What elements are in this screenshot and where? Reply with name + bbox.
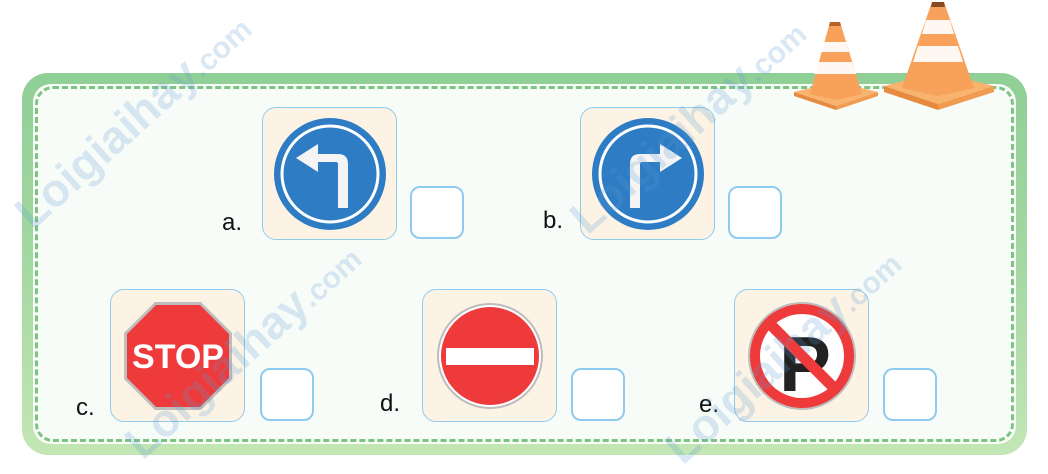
item-e-sign-card: P (734, 289, 869, 422)
turn-right-sign-icon (591, 117, 704, 230)
traffic-cone-small-icon (794, 22, 878, 110)
item-e-label: e. (699, 391, 720, 418)
no-parking-sign-icon: P (747, 301, 856, 410)
item-d-sign-card (422, 289, 557, 422)
no-entry-sign-icon (436, 302, 543, 409)
item-c-sign-card: STOP (110, 289, 245, 422)
traffic-cone-large-icon (884, 2, 994, 110)
item-b-label: b. (543, 207, 564, 234)
item-d-answer-box[interactable] (571, 368, 625, 421)
item-e-answer-box[interactable] (883, 368, 937, 421)
item-a-sign-card (262, 107, 397, 240)
turn-left-sign-icon (273, 117, 386, 230)
item-b-answer-box[interactable] (728, 186, 782, 239)
item-a-answer-box[interactable] (410, 186, 464, 239)
item-b-sign-card (580, 107, 715, 240)
item-a-label: a. (222, 209, 243, 236)
item-c-answer-box[interactable] (260, 368, 314, 421)
item-c-label: c. (76, 394, 95, 421)
svg-text:STOP: STOP (132, 338, 224, 376)
stop-sign-icon: STOP (123, 301, 232, 410)
item-d-label: d. (380, 390, 401, 417)
